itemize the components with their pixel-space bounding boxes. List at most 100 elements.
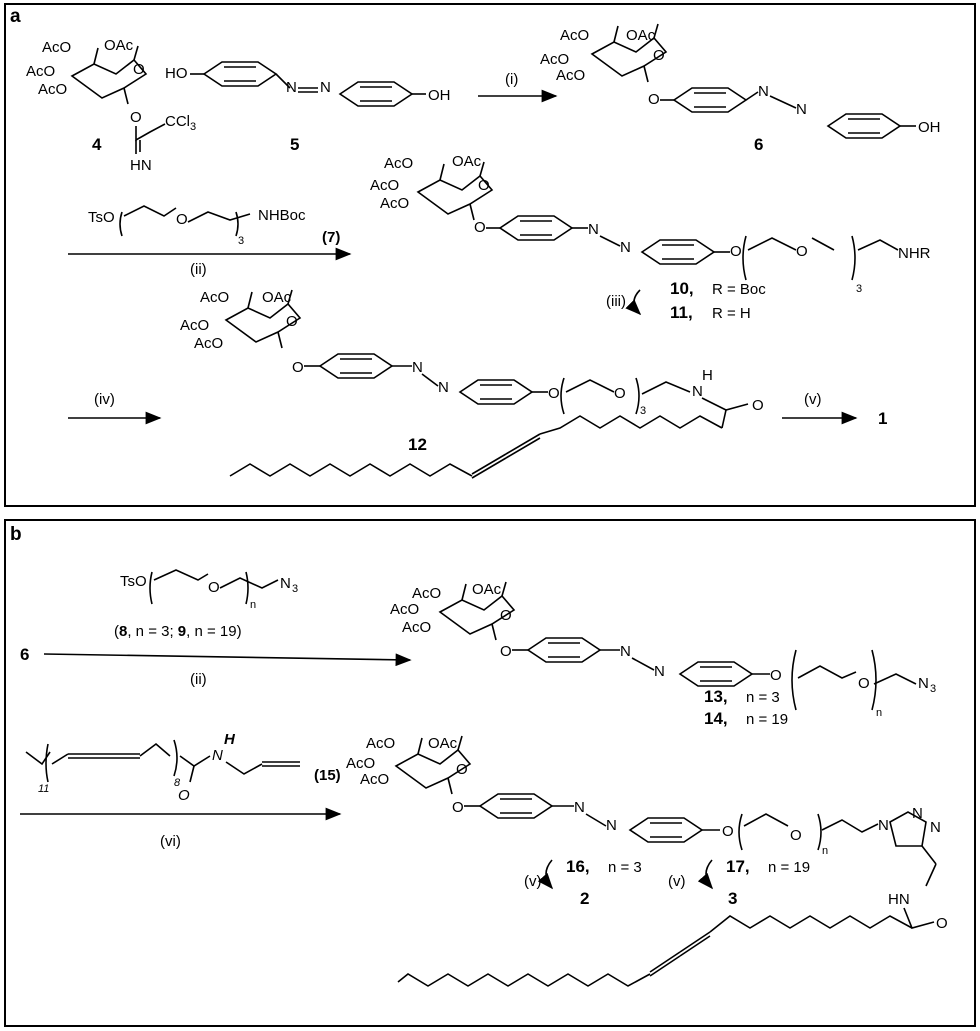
svg-text:TsO: TsO — [88, 209, 115, 226]
svg-text:O: O — [452, 799, 464, 816]
compound-3-label: 3 — [728, 889, 737, 908]
svg-text:n: n — [822, 845, 828, 857]
step-iii-arrow — [625, 289, 642, 316]
step-iii-label: (iii) — [606, 293, 626, 310]
compound-1-label: 1 — [878, 409, 887, 428]
svg-text:O: O — [500, 607, 512, 624]
svg-text:AcO: AcO — [180, 317, 209, 334]
svg-text:N: N — [574, 799, 585, 816]
svg-text:O: O — [478, 177, 490, 194]
svg-text:AcO: AcO — [38, 81, 67, 98]
svg-text:OAc: OAc — [472, 581, 502, 598]
svg-text:O: O — [653, 47, 665, 64]
compound-10-label: 10, — [670, 279, 694, 298]
svg-text:8: 8 — [174, 777, 181, 789]
compound-16-n: n = 3 — [608, 859, 642, 876]
step-v-arrow-16 — [537, 859, 554, 890]
svg-text:O: O — [500, 643, 512, 660]
svg-text:NHBoc: NHBoc — [258, 207, 306, 224]
svg-text:OAc: OAc — [626, 27, 656, 44]
svg-text:HO: HO — [165, 65, 188, 82]
compound-6-label-b: 6 — [20, 645, 29, 664]
svg-text:N: N — [320, 79, 331, 96]
reagent-15-structure: 11 8 O N H — [25, 731, 300, 804]
svg-text:N: N — [692, 383, 703, 400]
svg-text:O: O — [176, 211, 188, 228]
svg-text:n: n — [250, 599, 256, 611]
svg-text:3: 3 — [856, 283, 862, 295]
svg-text:OAc: OAc — [428, 735, 458, 752]
panel-b-tag: b — [10, 524, 22, 545]
svg-text:(8, n = 3; 9, n = 19): (8, n = 3; 9, n = 19) — [114, 623, 242, 640]
svg-text:O: O — [208, 579, 220, 596]
svg-text:AcO: AcO — [370, 177, 399, 194]
step-v-label-17: (v) — [668, 873, 686, 890]
svg-text:OAc: OAc — [452, 153, 482, 170]
svg-text:O: O — [292, 359, 304, 376]
svg-text:N: N — [758, 83, 769, 100]
svg-text:N: N — [438, 379, 449, 396]
compound-12-structure: AcO OAc AcO AcO O O N N O O 3 H N O — [180, 289, 764, 479]
svg-text:N: N — [878, 817, 889, 834]
compound-4-structure: AcO OAc AcO AcO O O CCl 3 HN — [26, 37, 196, 174]
svg-text:N: N — [588, 221, 599, 238]
svg-text:AcO: AcO — [390, 601, 419, 618]
svg-text:HN: HN — [888, 891, 910, 908]
svg-text:AcO: AcO — [556, 67, 585, 84]
compound-13-14-structure: AcO OAc AcO AcO O O N N O O n N 3 — [390, 581, 936, 719]
compound-5-label: 5 — [290, 135, 299, 154]
compound-17-label: 17, — [726, 857, 750, 876]
svg-text:HN: HN — [130, 157, 152, 174]
step-vi-label: (vi) — [160, 833, 181, 850]
step-ii-arrow-b — [43, 653, 412, 667]
svg-text:3: 3 — [930, 683, 936, 695]
svg-text:AcO: AcO — [412, 585, 441, 602]
svg-text:AcO: AcO — [200, 289, 229, 306]
compound-12-label: 12 — [408, 435, 427, 454]
svg-text:H: H — [224, 731, 236, 748]
compound-16-17-structure: AcO OAc AcO AcO O O N N O O n N N N HN O — [346, 735, 948, 987]
svg-text:N: N — [918, 675, 929, 692]
svg-text:N: N — [606, 817, 617, 834]
svg-text:O: O — [722, 823, 734, 840]
svg-text:N: N — [280, 575, 291, 592]
svg-text:N: N — [620, 239, 631, 256]
step-iv-label: (iv) — [94, 391, 115, 408]
compound-10-r: R = Boc — [712, 281, 766, 298]
svg-text:AcO: AcO — [402, 619, 431, 636]
svg-text:O: O — [796, 243, 808, 260]
svg-text:OAc: OAc — [262, 289, 292, 306]
svg-text:N: N — [286, 79, 297, 96]
svg-text:N: N — [412, 359, 423, 376]
svg-text:AcO: AcO — [560, 27, 589, 44]
compound-11-label: 11, — [670, 303, 693, 322]
svg-text:O: O — [130, 109, 142, 126]
svg-text:CCl: CCl — [165, 113, 190, 130]
panel-a — [4, 3, 976, 507]
svg-text:N: N — [912, 805, 923, 822]
svg-text:AcO: AcO — [366, 735, 395, 752]
svg-text:O: O — [790, 827, 802, 844]
svg-text:N: N — [620, 643, 631, 660]
reagent-7-structure: TsO O 3 NHBoc — [88, 205, 306, 247]
reagent-8-9-label: (8, n = 3; 9, n = 19) — [114, 623, 242, 640]
compound-5-structure: HO N N OH — [165, 61, 451, 107]
svg-text:O: O — [548, 385, 560, 402]
reagent-8-9-structure: TsO O n N 3 — [120, 569, 298, 611]
compound-16-label: 16, — [566, 857, 590, 876]
svg-text:N: N — [654, 663, 665, 680]
compound-14-label: 14, — [704, 709, 728, 728]
svg-text:AcO: AcO — [380, 195, 409, 212]
step-ii-label: (ii) — [190, 261, 207, 278]
svg-text:O: O — [286, 313, 298, 330]
reagent-15-label: (15) — [314, 767, 341, 784]
svg-text:O: O — [178, 787, 190, 804]
svg-text:N: N — [796, 101, 807, 118]
svg-text:O: O — [474, 219, 486, 236]
svg-text:OAc: OAc — [104, 37, 134, 54]
svg-text:AcO: AcO — [194, 335, 223, 352]
compound-13-label: 13, — [704, 687, 728, 706]
svg-text:O: O — [752, 397, 764, 414]
svg-text:3: 3 — [292, 583, 298, 595]
